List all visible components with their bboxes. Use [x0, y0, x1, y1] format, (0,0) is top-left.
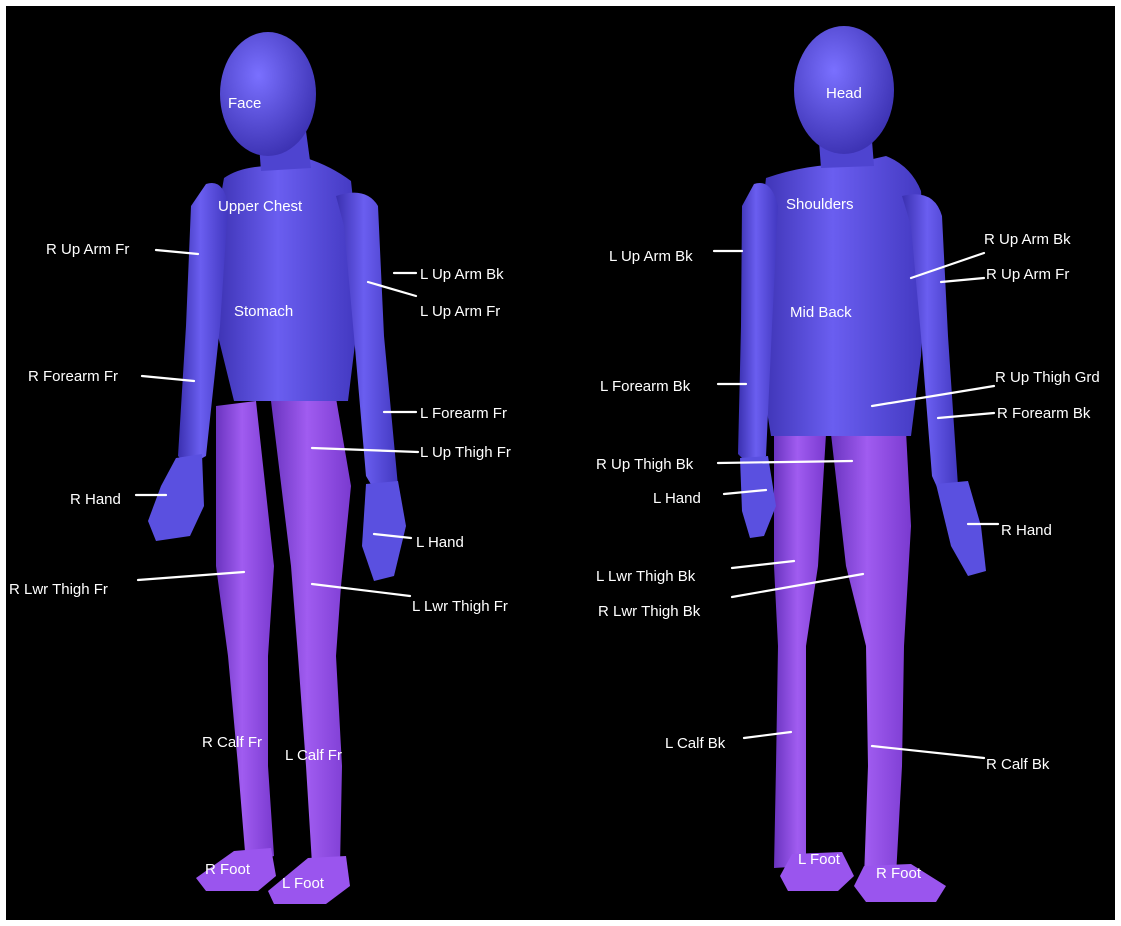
- label-r-up-arm-fr-back: R Up Arm Fr: [986, 266, 1069, 283]
- front-torso: [212, 158, 358, 401]
- front-left-hand-shape: [362, 481, 406, 581]
- back-left-hand-shape: [740, 456, 776, 538]
- label-l-up-thigh-fr: L Up Thigh Fr: [420, 444, 511, 461]
- front-right-leg: [216, 401, 274, 864]
- label-l-up-arm-bk: L Up Arm Bk: [420, 266, 504, 283]
- label-r-lwr-thigh-fr: R Lwr Thigh Fr: [9, 581, 108, 598]
- label-l-forearm-bk: L Forearm Bk: [600, 378, 691, 395]
- label-l-lwr-thigh-fr: L Lwr Thigh Fr: [412, 598, 508, 615]
- label-mid-back: Mid Back: [790, 304, 852, 321]
- label-l-up-arm-fr: L Up Arm Fr: [420, 303, 500, 320]
- mannequin-diagram: Face Upper Chest Stomach R Up Arm Fr L U…: [6, 6, 1115, 920]
- label-r-calf-bk: R Calf Bk: [986, 756, 1050, 773]
- back-mannequin: [738, 26, 986, 902]
- label-l-hand: L Hand: [416, 534, 464, 551]
- label-r-forearm-bk: R Forearm Bk: [997, 405, 1091, 422]
- label-r-hand: R Hand: [70, 491, 121, 508]
- label-upper-chest: Upper Chest: [218, 198, 303, 215]
- label-l-foot-back: L Foot: [798, 851, 841, 868]
- label-r-foot-front: R Foot: [205, 861, 251, 878]
- label-stomach: Stomach: [234, 303, 293, 320]
- label-r-up-thigh-bk: R Up Thigh Bk: [596, 456, 694, 473]
- label-l-calf-bk: L Calf Bk: [665, 735, 726, 752]
- label-shoulders: Shoulders: [786, 196, 854, 213]
- label-l-calf-fr: L Calf Fr: [285, 747, 342, 764]
- front-mannequin: [148, 32, 406, 904]
- label-l-lwr-thigh-bk: L Lwr Thigh Bk: [596, 568, 696, 585]
- leader-r-up-thigh-bk: [718, 461, 852, 463]
- label-r-lwr-thigh-bk: R Lwr Thigh Bk: [598, 603, 701, 620]
- label-r-hand-back: R Hand: [1001, 522, 1052, 539]
- front-right-hand-shape: [148, 454, 204, 541]
- label-l-hand-back: L Hand: [653, 490, 701, 507]
- back-left-leg: [774, 426, 826, 868]
- front-head: [220, 32, 316, 156]
- label-r-calf-fr: R Calf Fr: [202, 734, 262, 751]
- back-right-leg: [831, 431, 911, 878]
- label-r-up-thigh-grd: R Up Thigh Grd: [995, 369, 1100, 386]
- label-r-up-arm-bk-back: R Up Arm Bk: [984, 231, 1071, 248]
- leader-r-up-arm-fr-back: [941, 278, 984, 282]
- front-left-leg: [271, 398, 351, 866]
- label-r-foot-back: R Foot: [876, 865, 922, 882]
- label-head: Head: [826, 85, 862, 102]
- label-l-up-arm-bk-back: L Up Arm Bk: [609, 248, 693, 265]
- back-right-hand-shape: [936, 481, 986, 576]
- figure-frame: Face Upper Chest Stomach R Up Arm Fr L U…: [6, 6, 1115, 920]
- label-face: Face: [228, 95, 261, 112]
- label-r-forearm-fr: R Forearm Fr: [28, 368, 118, 385]
- label-l-forearm-fr: L Forearm Fr: [420, 405, 507, 422]
- label-l-foot-front: L Foot: [282, 875, 325, 892]
- label-r-up-arm-fr: R Up Arm Fr: [46, 241, 129, 258]
